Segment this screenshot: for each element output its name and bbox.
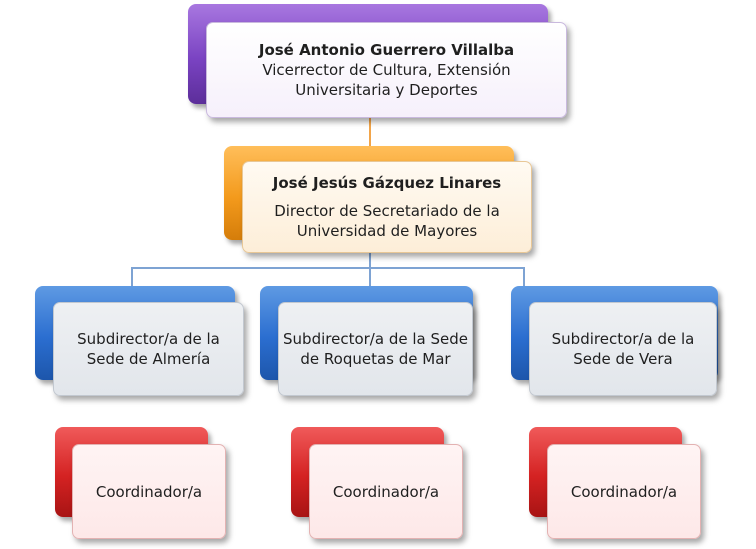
connector-director-down xyxy=(369,252,371,268)
connector-top-director xyxy=(369,118,371,148)
director-node: José Jesús Gázquez Linares Director de S… xyxy=(242,161,532,253)
coordinator-almeria-node: Coordinador/a xyxy=(72,444,226,539)
vicerrector-name: José Antonio Guerrero Villalba xyxy=(258,41,515,59)
director-role-line1: Director de Secretariado de la xyxy=(274,202,500,220)
subdirector-roquetas-node: Subdirector/a de la Sede de Roquetas de … xyxy=(278,302,473,396)
vicerrector-role-line2: Universitaria y Deportes xyxy=(295,81,478,99)
subdirector-almeria-line1: Subdirector/a de la xyxy=(77,330,220,348)
subdirector-roquetas-line2: de Roquetas de Mar xyxy=(300,350,451,368)
subdirector-vera-line1: Subdirector/a de la xyxy=(551,330,695,348)
coordinator-vera-node: Coordinador/a xyxy=(547,444,701,539)
coordinator-roquetas-node: Coordinador/a xyxy=(309,444,463,539)
coordinator-roquetas-label: Coordinador/a xyxy=(332,482,440,501)
subdirector-roquetas-line1: Subdirector/a de la Sede xyxy=(283,330,468,348)
connector-horizontal xyxy=(132,267,524,269)
vicerrector-role-line1: Vicerrector de Cultura, Extensión xyxy=(262,61,511,79)
subdirector-almeria-line2: Sede de Almería xyxy=(86,350,211,368)
subdirector-vera-node: Subdirector/a de la Sede de Vera xyxy=(529,302,717,396)
subdirector-vera-line2: Sede de Vera xyxy=(573,350,673,368)
connector-drop-almeria xyxy=(131,267,133,287)
subdirector-almeria-node: Subdirector/a de la Sede de Almería xyxy=(53,302,244,396)
coordinator-almeria-label: Coordinador/a xyxy=(95,482,203,501)
vicerrector-node: José Antonio Guerrero Villalba Vicerrect… xyxy=(206,22,567,118)
connector-drop-vera xyxy=(523,267,525,287)
director-role-line2: Universidad de Mayores xyxy=(296,222,478,240)
director-name: José Jesús Gázquez Linares xyxy=(272,174,502,192)
connector-drop-roquetas xyxy=(369,267,371,287)
coordinator-vera-label: Coordinador/a xyxy=(570,482,678,501)
